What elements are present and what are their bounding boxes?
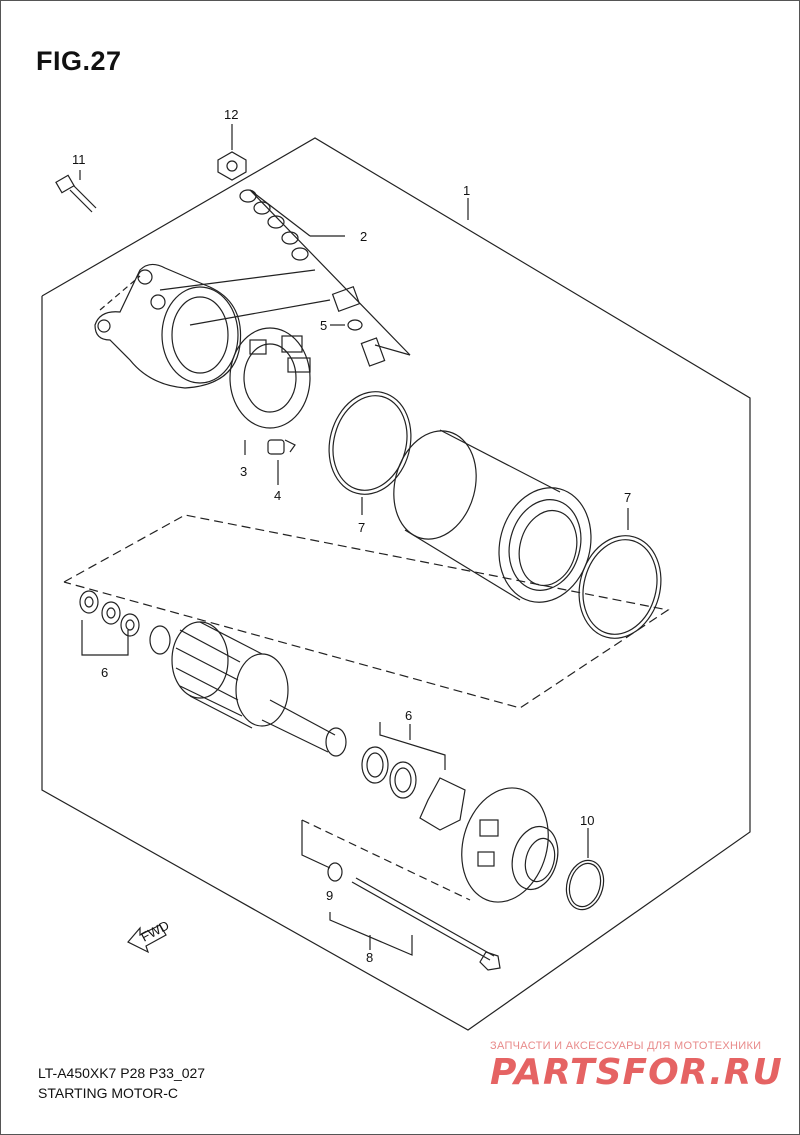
callout-4: 4 bbox=[274, 488, 281, 503]
callout-6a: 6 bbox=[101, 665, 108, 680]
leader-11-guide bbox=[99, 275, 141, 311]
callout-10: 10 bbox=[580, 813, 594, 828]
washers-part-2 bbox=[239, 189, 309, 261]
brush-part-4 bbox=[267, 439, 296, 455]
callout-5: 5 bbox=[320, 318, 327, 333]
assembly-outline bbox=[41, 137, 751, 605]
armature-group-box bbox=[63, 514, 670, 709]
diagram-caption: STARTING MOTOR-C bbox=[38, 1085, 178, 1101]
assembly-outline-lower bbox=[41, 296, 751, 1031]
callout-6b: 6 bbox=[405, 708, 412, 723]
leader-9 bbox=[301, 820, 331, 869]
through-bolt-part-8 bbox=[351, 877, 501, 971]
callout-7b: 7 bbox=[624, 490, 631, 505]
armature bbox=[149, 621, 347, 757]
callout-2: 2 bbox=[360, 229, 367, 244]
callout-11: 11 bbox=[72, 152, 86, 167]
o-ring-part-10 bbox=[565, 859, 605, 911]
leader-6b bbox=[379, 722, 446, 770]
nut-part-12 bbox=[217, 151, 247, 181]
o-ring-part-7a bbox=[328, 391, 412, 495]
washers-part-6a bbox=[79, 590, 140, 637]
bolt-part-11 bbox=[55, 174, 97, 213]
leader-8 bbox=[329, 912, 413, 956]
o-ring-part-7b bbox=[578, 535, 662, 639]
leader-9-dash bbox=[301, 819, 471, 901]
diagram-code: LT-A450XK7 P28 P33_027 bbox=[38, 1065, 206, 1081]
leader-2c bbox=[374, 344, 411, 356]
watermark-logo: PARTSFOR.RU bbox=[490, 1052, 783, 1093]
leader-2a bbox=[249, 189, 311, 237]
callout-3: 3 bbox=[240, 464, 247, 479]
callout-1: 1 bbox=[463, 183, 470, 198]
leader-2d bbox=[159, 269, 316, 291]
terminal-part-5 bbox=[331, 286, 386, 367]
leader-2e bbox=[189, 299, 331, 326]
brush-plate-part-3 bbox=[229, 327, 311, 429]
callout-9: 9 bbox=[326, 888, 333, 903]
rear-housing bbox=[461, 787, 559, 903]
fwd-arrow-icon bbox=[127, 924, 167, 954]
watermark-subtitle: ЗАПЧАСТИ И АКСЕССУАРЫ ДЛЯ МОТОТЕХНИКИ bbox=[490, 1040, 762, 1052]
callout-8: 8 bbox=[366, 950, 373, 965]
leader-6a bbox=[81, 620, 129, 656]
washers-part-6b bbox=[361, 746, 466, 831]
leader-2b bbox=[249, 189, 411, 356]
callout-12: 12 bbox=[224, 107, 238, 122]
o-ring-part-9 bbox=[327, 862, 343, 882]
yoke-housing bbox=[393, 429, 592, 603]
callout-7a: 7 bbox=[358, 520, 365, 535]
figure-title: FIG.27 bbox=[36, 46, 122, 76]
